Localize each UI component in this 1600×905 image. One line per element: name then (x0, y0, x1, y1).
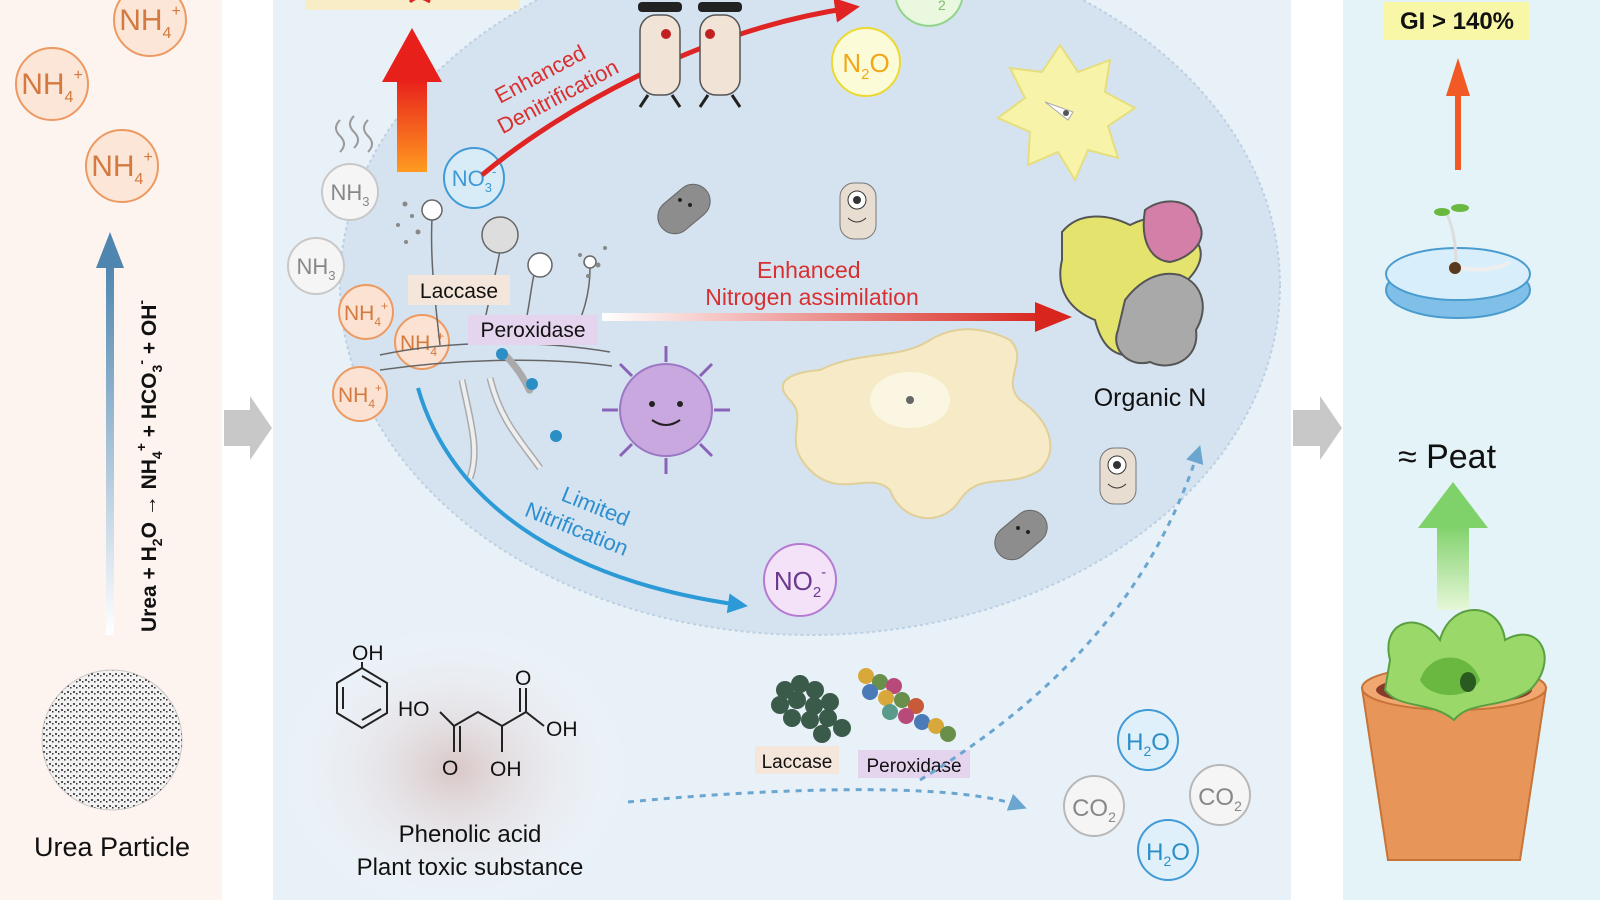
svg-text:Peroxidase: Peroxidase (866, 756, 961, 777)
plant-toxic-label: Plant toxic substance (357, 854, 584, 881)
no3-bubble: NO3- (443, 147, 505, 209)
urea-particle (42, 670, 182, 810)
laccase-protein-icon (771, 675, 851, 743)
rod-bacterium-icon-2 (994, 509, 1048, 561)
svg-text:2: 2 (938, 0, 946, 13)
malic-o-top: O (515, 667, 531, 690)
n2-bubble-partial: 2 (895, 0, 963, 27)
spore-dots (396, 201, 607, 278)
svg-text:NH4+: NH4+ (119, 3, 181, 42)
co2-bubble-1: CO2 (1063, 775, 1125, 837)
no2-bubble: NO2- (763, 543, 837, 617)
malic-acid-structure (439, 688, 545, 752)
svg-text:NO2-: NO2- (774, 564, 826, 601)
svg-text:Laccase: Laccase (420, 280, 498, 303)
svg-text:CO2: CO2 (1198, 784, 1242, 814)
h2o-bubble-2: H2O (1137, 819, 1199, 881)
malic-oh-right: OH (546, 718, 578, 741)
nh4-ion-c2: NH4+ (394, 314, 450, 370)
svg-text:NH4+: NH4+ (338, 381, 382, 411)
green-up-arrow (1418, 482, 1488, 610)
malic-oh-bottom: OH (490, 758, 522, 781)
nh4-ion-3: NH4+ (85, 129, 159, 203)
degradation-dashed-arrow (627, 788, 1027, 811)
hydrolysis-arrow (96, 232, 124, 635)
denitrifier-bacteria-icon (638, 2, 742, 108)
rod-bacterium-icon-1 (657, 183, 711, 235)
potted-lettuce-icon (1360, 609, 1548, 861)
phenol-structure (336, 662, 388, 730)
peat-label: ≈ Peat (1398, 438, 1497, 476)
svg-text:Laccase: Laccase (762, 752, 833, 773)
malic-o-bottom: O (442, 757, 458, 780)
hypha-tip-dots (496, 348, 562, 442)
left-nh4-ions: NH4+ NH4+ NH4+ (15, 0, 187, 203)
svg-text:GI > 140%: GI > 140% (1400, 8, 1514, 35)
svg-text:N2O: N2O (842, 48, 889, 83)
n2o-bubble: N2O (831, 27, 901, 97)
fungus-mycelium-icon (379, 199, 613, 480)
peroxidase-protein-icon (858, 668, 956, 742)
hydrolysis-equation: Urea + H2O → NH4+ + HCO3- + OH- (133, 300, 165, 632)
urea-particle-label: Urea Particle (34, 832, 190, 862)
nh4-ion-c3: NH4+ (332, 366, 388, 422)
organic-n-label: Organic N (1094, 384, 1207, 412)
nh4-ion-1: NH4+ (113, 0, 187, 57)
nh3-bubble-2: NH3 (287, 237, 345, 295)
gas-wavy-icon (335, 115, 373, 153)
petri-dish-seedling-icon (1385, 204, 1531, 319)
phenol-oh: OH (352, 642, 384, 665)
co2-bubble-2: CO2 (1189, 764, 1251, 826)
flow-chevron-right (1293, 396, 1342, 460)
svg-text:NH3: NH3 (296, 254, 335, 283)
laccase-label-bottom: Laccase (755, 746, 839, 774)
svg-text:CO2: CO2 (1072, 795, 1116, 825)
svg-text:NH4+: NH4+ (21, 67, 83, 106)
svg-text:NH3: NH3 (330, 180, 369, 209)
emission-up-arrow (382, 28, 442, 172)
svg-text:Peroxidase: Peroxidase (480, 319, 585, 342)
virus-icon (602, 346, 730, 474)
assimilation-arrow (602, 302, 1072, 332)
one-eyed-microbe-icon-1 (839, 182, 877, 240)
one-eyed-microbe-icon-2 (1099, 447, 1137, 505)
organic-n-molecule-icon (1059, 200, 1204, 367)
flow-chevron-left (224, 396, 272, 460)
svg-text:H2O: H2O (1126, 729, 1170, 759)
toxic-zone-bg (280, 610, 630, 900)
svg-text:NH4+: NH4+ (91, 149, 153, 188)
denitrification-arrow (480, 0, 860, 177)
top-label-box-partial (305, 0, 520, 10)
humification-dashed-arrow (919, 445, 1204, 782)
svg-text:NO3-: NO3- (452, 164, 497, 195)
phenolic-acid-label: Phenolic acid (399, 821, 542, 848)
peroxidase-label-bottom: Peroxidase (858, 750, 970, 778)
malic-ho: HO (398, 698, 430, 721)
gi-label-box: GI > 140% (1384, 2, 1530, 40)
laccase-label-center: Laccase (408, 275, 510, 305)
gi-up-arrow (1446, 58, 1470, 170)
nh4-ion-2: NH4+ (15, 47, 89, 121)
svg-text:NH4+: NH4+ (344, 299, 388, 329)
svg-text:H2O: H2O (1146, 839, 1190, 869)
h2o-bubble-1: H2O (1117, 709, 1179, 771)
center-nh4-ions: NH4+ NH4+ NH4+ (332, 284, 450, 422)
peroxidase-label-center: Peroxidase (468, 315, 598, 345)
nitrification-arrow (416, 387, 748, 614)
nh4-ion-c1: NH4+ (338, 284, 394, 340)
nh3-bubble-1: NH3 (321, 163, 379, 221)
assimilation-label: Enhanced Nitrogen assimilation (705, 257, 918, 310)
